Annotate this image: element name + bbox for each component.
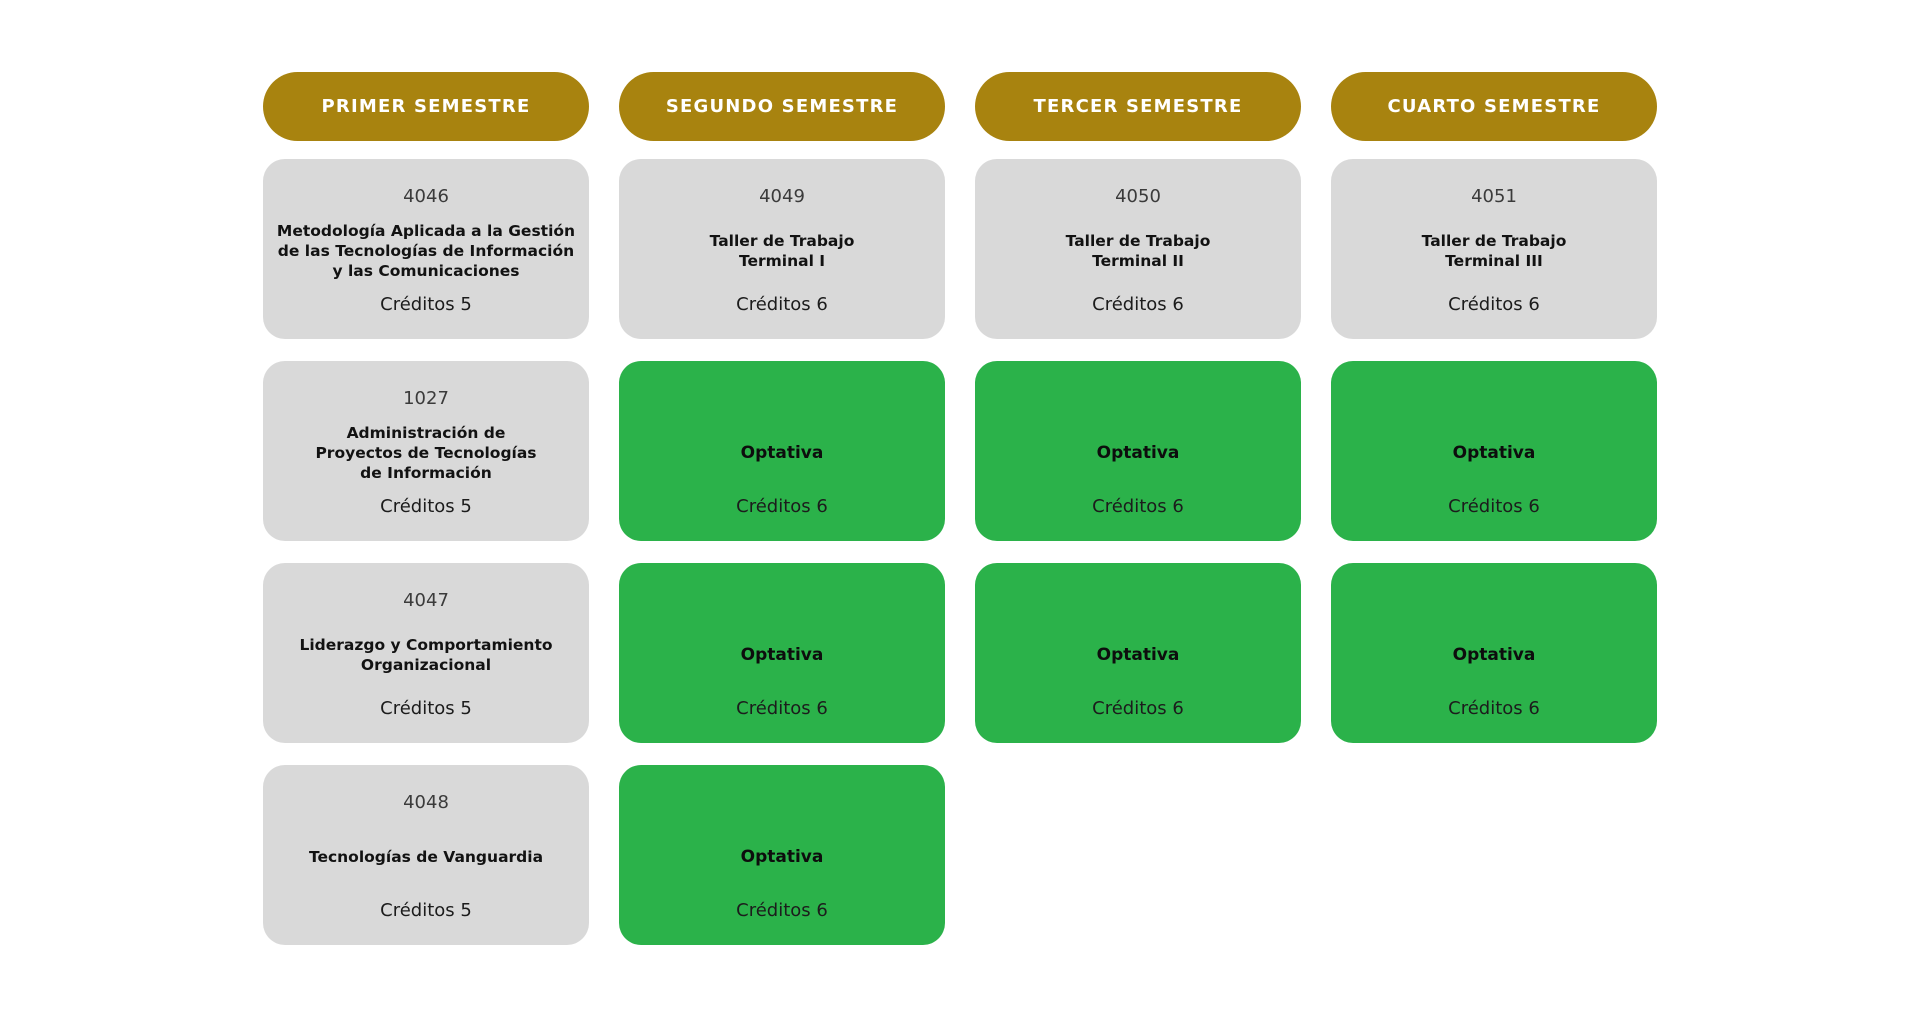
course-credits: Créditos 6 [736, 294, 828, 315]
course-title: Optativa [740, 645, 824, 665]
semester-column-4: CUARTO SEMESTRE 4051 Taller de Trabajo T… [1331, 72, 1657, 945]
course-card: 4049 Taller de Trabajo Terminal I Crédit… [619, 159, 945, 339]
semester-column-3: TERCER SEMESTRE 4050 Taller de Trabajo T… [975, 72, 1301, 945]
course-title: Liderazgo y Comportamiento Organizaciona… [299, 636, 553, 674]
course-card: 4050 Taller de Trabajo Terminal II Crédi… [975, 159, 1301, 339]
semester-header-label: CUARTO SEMESTRE [1387, 96, 1601, 117]
course-card: 1027 Administración de Proyectos de Tecn… [263, 361, 589, 541]
course-title: Optativa [1096, 443, 1180, 463]
semester-header-label: TERCER SEMESTRE [1033, 96, 1243, 117]
course-title: Optativa [1452, 443, 1536, 463]
course-credits: Créditos 6 [1092, 698, 1184, 719]
course-credits: Créditos 6 [1448, 496, 1540, 517]
semester-header-pill: CUARTO SEMESTRE [1331, 72, 1657, 141]
course-code: 1027 [403, 388, 449, 409]
course-card: 4048 Tecnologías de Vanguardia Créditos … [263, 765, 589, 945]
course-code: 4048 [403, 792, 449, 813]
course-code: 4051 [1471, 186, 1517, 207]
course-credits: Créditos 5 [380, 496, 472, 517]
course-card: 4047 Liderazgo y Comportamiento Organiza… [263, 563, 589, 743]
course-title: Administración de Proyectos de Tecnologí… [315, 424, 537, 482]
course-title: Taller de Trabajo Terminal I [709, 232, 855, 270]
semester-header-label: SEGUNDO SEMESTRE [665, 96, 899, 117]
optativa-card: Optativa Créditos 6 [619, 563, 945, 743]
optativa-card: Optativa Créditos 6 [975, 563, 1301, 743]
course-credits: Créditos 6 [736, 496, 828, 517]
course-title: Tecnologías de Vanguardia [308, 848, 544, 866]
course-credits: Créditos 5 [380, 294, 472, 315]
course-credits: Créditos 5 [380, 698, 472, 719]
course-title: Taller de Trabajo Terminal III [1421, 232, 1567, 270]
course-credits: Créditos 6 [1092, 294, 1184, 315]
course-title: Optativa [740, 443, 824, 463]
course-title: Taller de Trabajo Terminal II [1065, 232, 1211, 270]
course-credits: Créditos 6 [1092, 496, 1184, 517]
optativa-card: Optativa Créditos 6 [619, 765, 945, 945]
course-credits: Créditos 5 [380, 900, 472, 921]
course-code: 4049 [759, 186, 805, 207]
semester-header-pill: SEGUNDO SEMESTRE [619, 72, 945, 141]
curriculum-map: PRIMER SEMESTRE 4046 Metodología Aplicad… [263, 72, 1657, 945]
course-credits: Créditos 6 [1448, 698, 1540, 719]
course-card: 4051 Taller de Trabajo Terminal III Créd… [1331, 159, 1657, 339]
optativa-card: Optativa Créditos 6 [619, 361, 945, 541]
optativa-card: Optativa Créditos 6 [1331, 361, 1657, 541]
course-code: 4050 [1115, 186, 1161, 207]
course-title: Optativa [740, 847, 824, 867]
course-code: 4047 [403, 590, 449, 611]
course-title: Optativa [1452, 645, 1536, 665]
semester-column-1: PRIMER SEMESTRE 4046 Metodología Aplicad… [263, 72, 589, 945]
course-card: 4046 Metodología Aplicada a la Gestión d… [263, 159, 589, 339]
optativa-card: Optativa Créditos 6 [1331, 563, 1657, 743]
course-credits: Créditos 6 [1448, 294, 1540, 315]
course-credits: Créditos 6 [736, 900, 828, 921]
semester-header-label: PRIMER SEMESTRE [321, 96, 531, 117]
semester-header-pill: TERCER SEMESTRE [975, 72, 1301, 141]
semester-header-pill: PRIMER SEMESTRE [263, 72, 589, 141]
course-code: 4046 [403, 186, 449, 207]
course-credits: Créditos 6 [736, 698, 828, 719]
semester-column-2: SEGUNDO SEMESTRE 4049 Taller de Trabajo … [619, 72, 945, 945]
course-title: Metodología Aplicada a la Gestión de las… [276, 222, 576, 280]
course-title: Optativa [1096, 645, 1180, 665]
optativa-card: Optativa Créditos 6 [975, 361, 1301, 541]
